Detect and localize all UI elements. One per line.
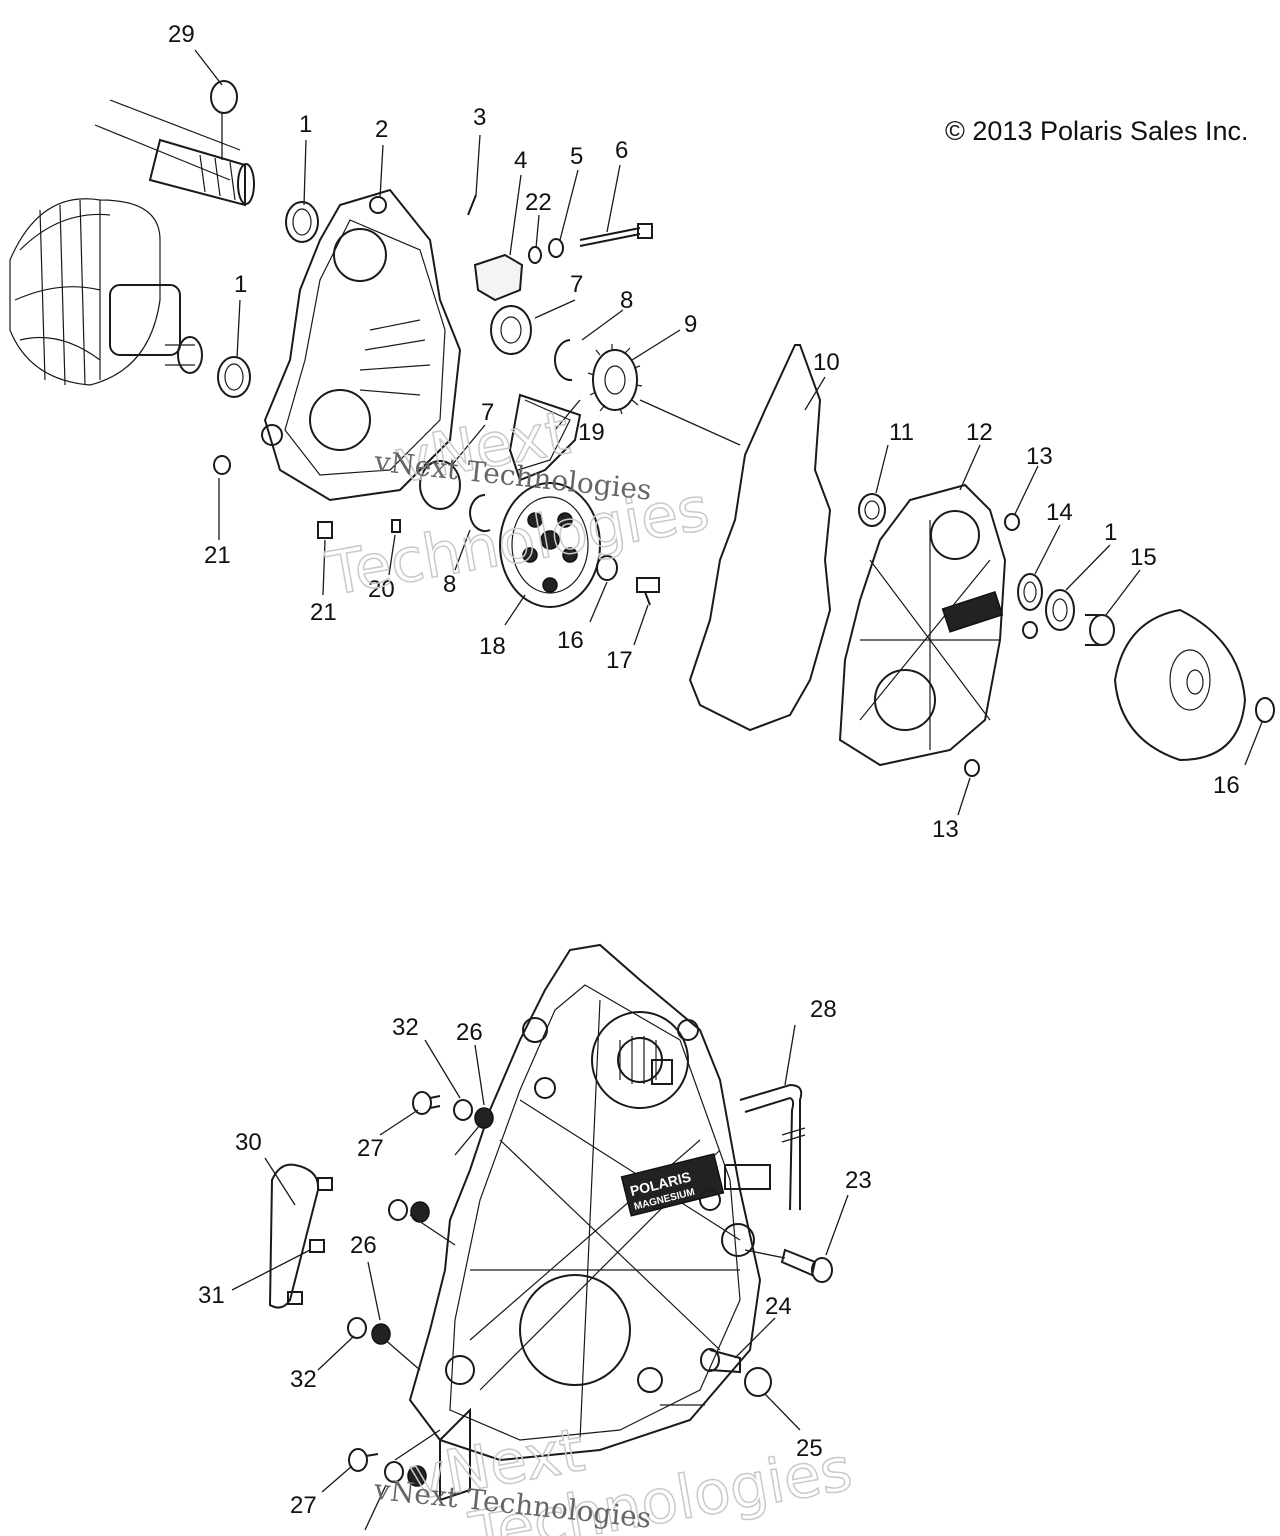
washer-part <box>213 455 231 475</box>
callout-32: 32 <box>290 1366 317 1393</box>
callout-14: 14 <box>1046 499 1073 526</box>
callout-9: 9 <box>684 311 697 338</box>
callout-23: 23 <box>845 1167 872 1194</box>
snap-ring-part <box>553 339 573 382</box>
drive-clutch-part <box>9 198 203 386</box>
nut-part <box>410 1201 430 1223</box>
callout-1: 1 <box>299 111 312 138</box>
callout-28: 28 <box>810 996 837 1023</box>
callout-27: 27 <box>290 1492 317 1519</box>
callout-5: 5 <box>570 143 583 170</box>
callout-15: 15 <box>1130 544 1157 571</box>
callout-22: 22 <box>525 189 552 216</box>
snap-ring-part <box>469 494 491 532</box>
nut-part <box>371 1323 391 1345</box>
callout-13: 13 <box>932 816 959 843</box>
callout-17: 17 <box>606 647 633 674</box>
callout-26: 26 <box>456 1019 483 1046</box>
bolt-part <box>780 1248 833 1283</box>
callout-32: 32 <box>392 1014 419 1041</box>
bolt-part <box>636 577 660 606</box>
callout-1: 1 <box>234 271 247 298</box>
bearing-part <box>490 305 532 355</box>
copyright-notice: © 2013 Polaris Sales Inc. <box>945 116 1249 146</box>
washer-part <box>1255 697 1275 723</box>
callout-7: 7 <box>570 271 583 298</box>
callout-21: 21 <box>310 599 337 626</box>
brake-disc-part <box>1113 608 1247 762</box>
callout-7: 7 <box>481 399 494 426</box>
callout-25: 25 <box>796 1435 823 1462</box>
callout-3: 3 <box>473 104 486 131</box>
inner-chaincase-housing <box>261 188 462 502</box>
callout-8: 8 <box>620 287 633 314</box>
callout-18: 18 <box>479 633 506 660</box>
nut-part <box>474 1107 494 1129</box>
washer-part <box>347 1317 367 1339</box>
callout-2: 2 <box>375 116 388 143</box>
callout-26: 26 <box>350 1232 377 1259</box>
callout-21: 21 <box>204 542 231 569</box>
seal-part <box>1017 573 1043 611</box>
callout-24: 24 <box>765 1293 792 1320</box>
bolt-part <box>348 1448 379 1472</box>
upper-sprocket-part <box>587 344 643 415</box>
bolt-part <box>412 1091 441 1115</box>
washer-part <box>528 246 542 264</box>
leader-lines <box>231 1024 849 1531</box>
callout-12: 12 <box>966 419 993 446</box>
bushing-part <box>1085 614 1115 646</box>
callout-10: 10 <box>813 349 840 376</box>
washer-part <box>596 555 618 581</box>
o-ring-part <box>210 80 238 114</box>
bolt-part <box>1004 513 1020 531</box>
bearing-part <box>419 460 461 510</box>
callout-31: 31 <box>198 1282 225 1309</box>
callout-20: 20 <box>368 576 395 603</box>
seal-part <box>1045 589 1075 631</box>
callout-11: 11 <box>889 419 914 446</box>
bolt-part <box>964 759 980 777</box>
bolt-part <box>1022 621 1038 639</box>
callout-30: 30 <box>235 1129 262 1156</box>
vent-tube-part <box>739 1083 803 1211</box>
callout-16: 16 <box>557 627 584 654</box>
chain-part <box>508 393 582 482</box>
callout-8: 8 <box>443 571 456 598</box>
outer-chaincase-cover <box>838 483 1007 767</box>
tensioner-block-part <box>473 253 524 302</box>
watermark-subtitle: Technologies <box>321 474 714 610</box>
flange-nut-part <box>744 1367 772 1397</box>
washer-part <box>384 1461 404 1483</box>
callout-29: 29 <box>168 21 195 48</box>
callouts: 29 1 2 3 4 22 5 6 1 7 8 9 10 7 19 11 12 … <box>168 21 1240 1519</box>
callout-16: 16 <box>1213 772 1240 799</box>
washer-part <box>388 1199 408 1221</box>
watermark: vNext Technologies vNext Technologies vN… <box>321 397 858 1536</box>
callout-4: 4 <box>514 147 527 174</box>
seal-part <box>217 356 251 398</box>
drain-plug-part <box>317 521 333 539</box>
lower-gear-part <box>499 482 601 608</box>
gasket-part <box>688 344 832 732</box>
callout-27: 27 <box>357 1135 384 1162</box>
dowel-part <box>391 519 401 533</box>
nut-part <box>407 1465 427 1487</box>
washer-part <box>453 1099 473 1121</box>
leader-lines <box>194 49 1263 816</box>
callout-6: 6 <box>615 137 628 164</box>
callout-19: 19 <box>578 419 605 446</box>
callout-13: 13 <box>1026 443 1053 470</box>
seal-part <box>285 201 319 243</box>
bolt-part <box>700 1348 741 1374</box>
pin-part <box>467 194 477 216</box>
nut-part <box>548 238 564 258</box>
mounting-plate-part <box>268 1163 333 1309</box>
seal-part <box>858 493 886 527</box>
bolt-part <box>579 223 653 247</box>
callout-1: 1 <box>1104 519 1117 546</box>
assembled-chaincase <box>408 943 771 1502</box>
shaft-part <box>94 99 255 207</box>
